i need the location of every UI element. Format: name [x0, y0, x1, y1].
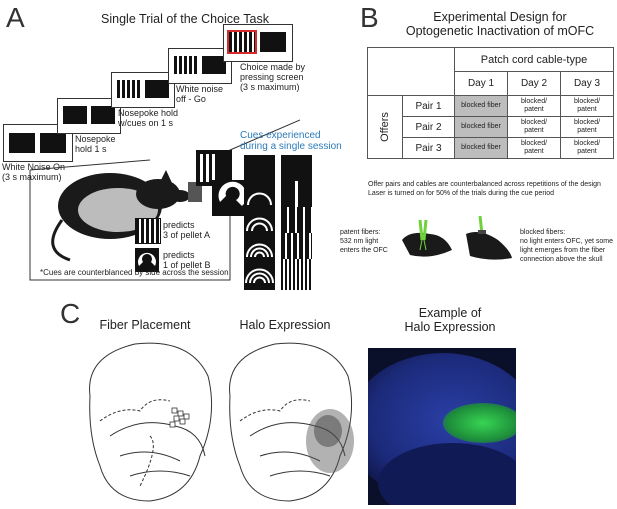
experimental-design-table: Patch cord cable-type Day 1 Day 2 Day 3 … [367, 47, 614, 159]
screen-choice [223, 24, 293, 62]
day-2-header: Day 2 [507, 71, 561, 96]
pair-1-label: Pair 1 [402, 95, 455, 117]
panel-c-letter: C [60, 298, 81, 329]
cue-right-2 [281, 181, 312, 212]
cue-b-icon [135, 248, 159, 272]
pair-2-day-1: blocked fiber [454, 116, 508, 138]
pair-2-day-2: blocked/ patent [507, 116, 561, 138]
cue-left-2 [244, 181, 275, 212]
label-cues-on: Nosepoke hold w/cues on 1 s [118, 108, 179, 128]
screen-cues-on [111, 72, 175, 108]
counterbalance-footnote: *Cues are counterblanced by side across … [40, 268, 229, 277]
predicts-b-text: predicts 1 of pellet B [163, 250, 211, 270]
halo-expression-title: Halo Expression [239, 318, 331, 332]
fiber-placement-diagram [89, 342, 213, 502]
pair-3-label: Pair 3 [402, 137, 455, 159]
cues-title: Cues experienced during a single session [240, 130, 342, 152]
pair-2-label: Pair 2 [402, 116, 455, 138]
label-choice: Choice made by pressing screen (3 s maxi… [240, 62, 306, 92]
screen-go [168, 48, 232, 84]
design-notes: Offer pairs and cables are counterbalanc… [368, 180, 616, 198]
offers-label: Offers [379, 112, 391, 142]
cue-right-1 [281, 155, 312, 186]
fiber-placement-title: Fiber Placement [99, 318, 191, 332]
halo-micrograph [368, 348, 516, 505]
example-halo-title: Example of Halo Expression [404, 306, 496, 334]
pair-3-day-2: blocked/ patent [507, 137, 561, 159]
fiber-head-illustrations [402, 215, 512, 260]
pair-1-day-1: blocked fiber [454, 95, 508, 117]
label-nosepoke: Nosepoke hold 1 s [75, 134, 116, 154]
cue-right-4 [281, 233, 312, 264]
blocked-fibers-text: blocked fibers: no light enters OFC, yet… [520, 229, 613, 263]
predicts-a-text: predicts 3 of pellet A [163, 220, 211, 240]
design-note-1: Offer pairs and cables are counterbalanc… [368, 181, 601, 188]
day-3-header: Day 3 [560, 71, 614, 96]
cue-arcs-overlay [245, 192, 274, 284]
cue-right-5 [281, 259, 312, 290]
day-1-header: Day 1 [454, 71, 508, 96]
pair-1-day-2: blocked/ patent [507, 95, 561, 117]
pair-3-day-1: blocked fiber [454, 137, 508, 159]
pair-1-day-3: blocked/ patent [560, 95, 614, 117]
panel-a-title: Single Trial of the Choice Task [101, 12, 269, 26]
cue-left-1 [244, 155, 275, 186]
halo-expression-diagram [229, 342, 354, 502]
patent-fibers-text: patent fibers: 532 nm light enters the O… [340, 229, 388, 254]
cue-right-3 [281, 207, 312, 238]
label-white-noise-on: White Noise On (3 s maximum) [2, 162, 66, 182]
patch-cord-header: Patch cord cable-type [454, 47, 614, 72]
panel-b-title: Experimental Design for Optogenetic Inac… [405, 10, 595, 38]
panel-b-letter: B [360, 2, 379, 33]
design-note-2: Laser is turned on for 50% of the trials… [368, 190, 554, 197]
pair-2-day-3: blocked/ patent [560, 116, 614, 138]
pair-3-day-3: blocked/ patent [560, 137, 614, 159]
screen-nosepoke-hold [57, 98, 121, 134]
panel-a-letter: A [6, 2, 25, 33]
label-go: White noise off - Go [176, 84, 224, 104]
cue-a-icon [135, 218, 161, 244]
